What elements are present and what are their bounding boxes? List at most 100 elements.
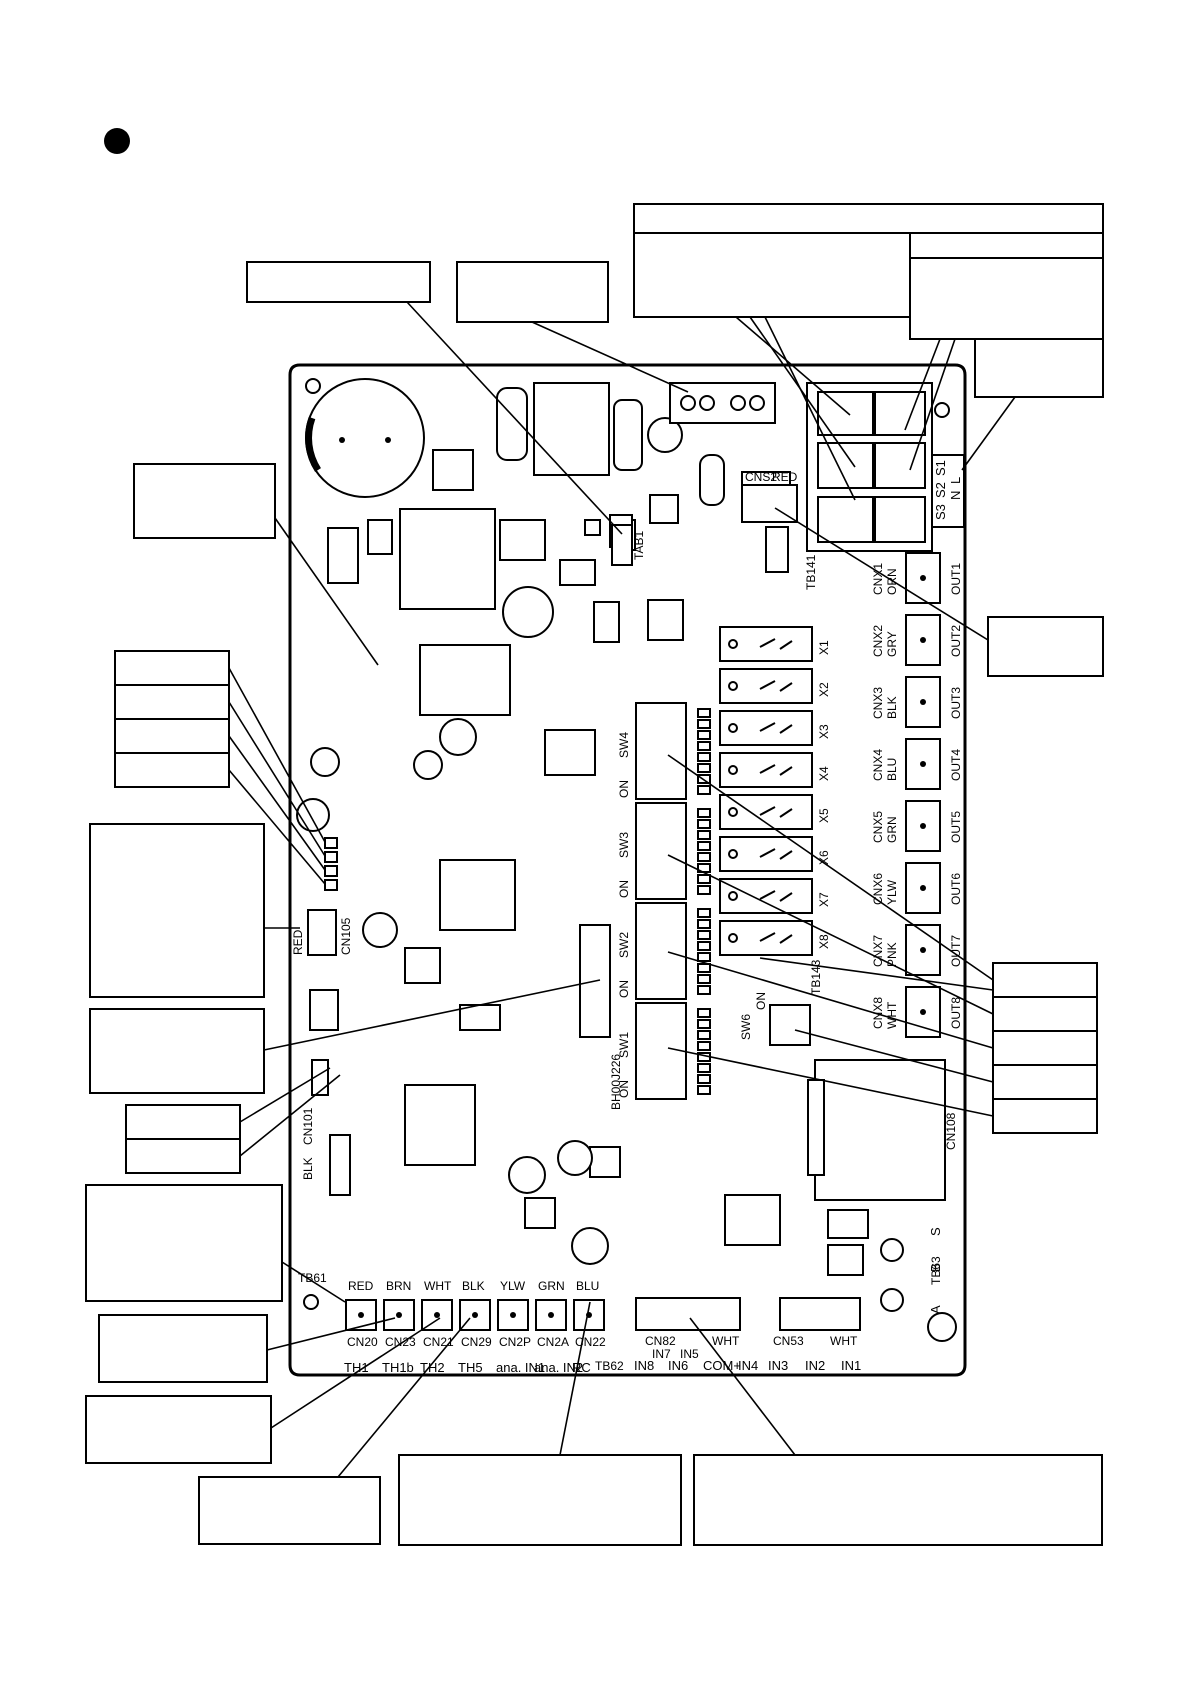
out-label: OUT7: [949, 935, 963, 967]
callout-cn101-2: [125, 1138, 241, 1174]
therm-color: BLK: [462, 1279, 485, 1293]
power-l: L: [948, 477, 963, 484]
tb62-label: TB62: [595, 1359, 624, 1373]
cn108-connector: CN108: [807, 1059, 958, 1201]
cn82-color: WHT: [712, 1334, 740, 1348]
callout-top-header: [633, 203, 1104, 234]
dip-body: [635, 902, 687, 1000]
cnx-color: YLW: [885, 879, 899, 905]
therm-cn: CN22: [575, 1335, 606, 1349]
cnx-color: WHT: [885, 1001, 899, 1029]
therm-color: BLU: [576, 1279, 599, 1293]
out-label: OUT5: [949, 811, 963, 843]
out-label: OUT1: [949, 563, 963, 595]
dip-on: ON: [617, 780, 631, 798]
fuse-holder: [669, 382, 776, 424]
therm-color: RED: [348, 1279, 374, 1293]
power-s1: S1: [933, 460, 948, 476]
callout-tab1: [246, 261, 431, 303]
therm-color: BRN: [386, 1279, 411, 1293]
power-s3: S3: [933, 504, 948, 520]
relay-label: X3: [817, 724, 831, 739]
cnx-label: CNX2: [871, 625, 885, 657]
callout-th5: [198, 1476, 381, 1545]
callout-left-top: [133, 463, 276, 539]
input-in5: IN5: [680, 1347, 699, 1361]
out-connector-5: [905, 800, 941, 852]
dip-on: ON: [617, 1080, 631, 1098]
input-in6: IN6: [668, 1358, 688, 1373]
cns2-connector: CNS2 RED: [741, 470, 798, 523]
therm-cn: CN2A: [537, 1335, 569, 1349]
relay-column: TB141 TB143: [804, 554, 823, 995]
callout-top-right-cell: [909, 232, 1104, 259]
cnx-color: ORN: [885, 568, 899, 595]
board-id: BH00J226: [609, 1054, 623, 1110]
cn101-color: BLK: [301, 1157, 315, 1180]
sw6-on: ON: [754, 992, 768, 1010]
dip-on: ON: [617, 980, 631, 998]
dip-on: ON: [617, 880, 631, 898]
callout-led-3: [114, 718, 230, 754]
callout-led-1: [114, 650, 230, 686]
input-in1: IN1: [841, 1358, 861, 1373]
input-com: COM+: [703, 1358, 741, 1373]
power-n: N: [948, 491, 963, 500]
cnx-label: CNX7: [871, 935, 885, 967]
therm-terminal: ana. IN2: [534, 1360, 583, 1375]
cn53-label: CN53: [773, 1334, 804, 1348]
callout-inputs: [693, 1454, 1103, 1546]
input-in8: IN8: [634, 1358, 654, 1373]
cnx-color: BLU: [885, 758, 899, 781]
tb141-label: TB141: [804, 554, 818, 590]
out-label: OUT8: [949, 997, 963, 1029]
out-connector-2: [905, 614, 941, 666]
callout-rc: [398, 1454, 682, 1546]
relay-label: X8: [817, 934, 831, 949]
relay-label: X7: [817, 892, 831, 907]
callout-top-left-cell: [633, 232, 911, 318]
therm-terminal: RC: [572, 1360, 591, 1375]
cnx-color: BLK: [885, 696, 899, 719]
led-array: [324, 837, 338, 891]
cn105-label: CN105: [339, 917, 353, 955]
cnx-color: GRN: [885, 816, 899, 843]
out-label: OUT2: [949, 625, 963, 657]
callout-sw-right-4: [992, 1064, 1098, 1100]
tb63-label: TB63: [929, 1256, 943, 1285]
therm-cn: CN29: [461, 1335, 492, 1349]
cn105-color: RED: [291, 929, 305, 955]
relay-label: X2: [817, 682, 831, 697]
input-in3: IN3: [768, 1358, 788, 1373]
dip-name: SW2: [617, 932, 631, 958]
callout-th1b: [85, 1395, 272, 1464]
callout-fuse: [456, 261, 609, 323]
therm-terminal: TH5: [458, 1360, 483, 1375]
dip-name: SW3: [617, 832, 631, 858]
cn101-label: CN101: [301, 1107, 315, 1145]
dip-name: SW4: [617, 732, 631, 758]
therm-color: WHT: [424, 1279, 452, 1293]
cns2-label: CNS2: [745, 470, 777, 484]
cnx-color: PNK: [885, 942, 899, 967]
tab1-label: TAB1: [632, 531, 646, 560]
relay-label: X5: [817, 808, 831, 823]
tb143-label: TB143: [809, 959, 823, 995]
input-in4: IN4: [738, 1358, 758, 1373]
cn101-connector: BLK CN101: [301, 1059, 351, 1196]
therm-terminal: TH1b: [382, 1360, 414, 1375]
large-capacitor: [305, 378, 425, 498]
